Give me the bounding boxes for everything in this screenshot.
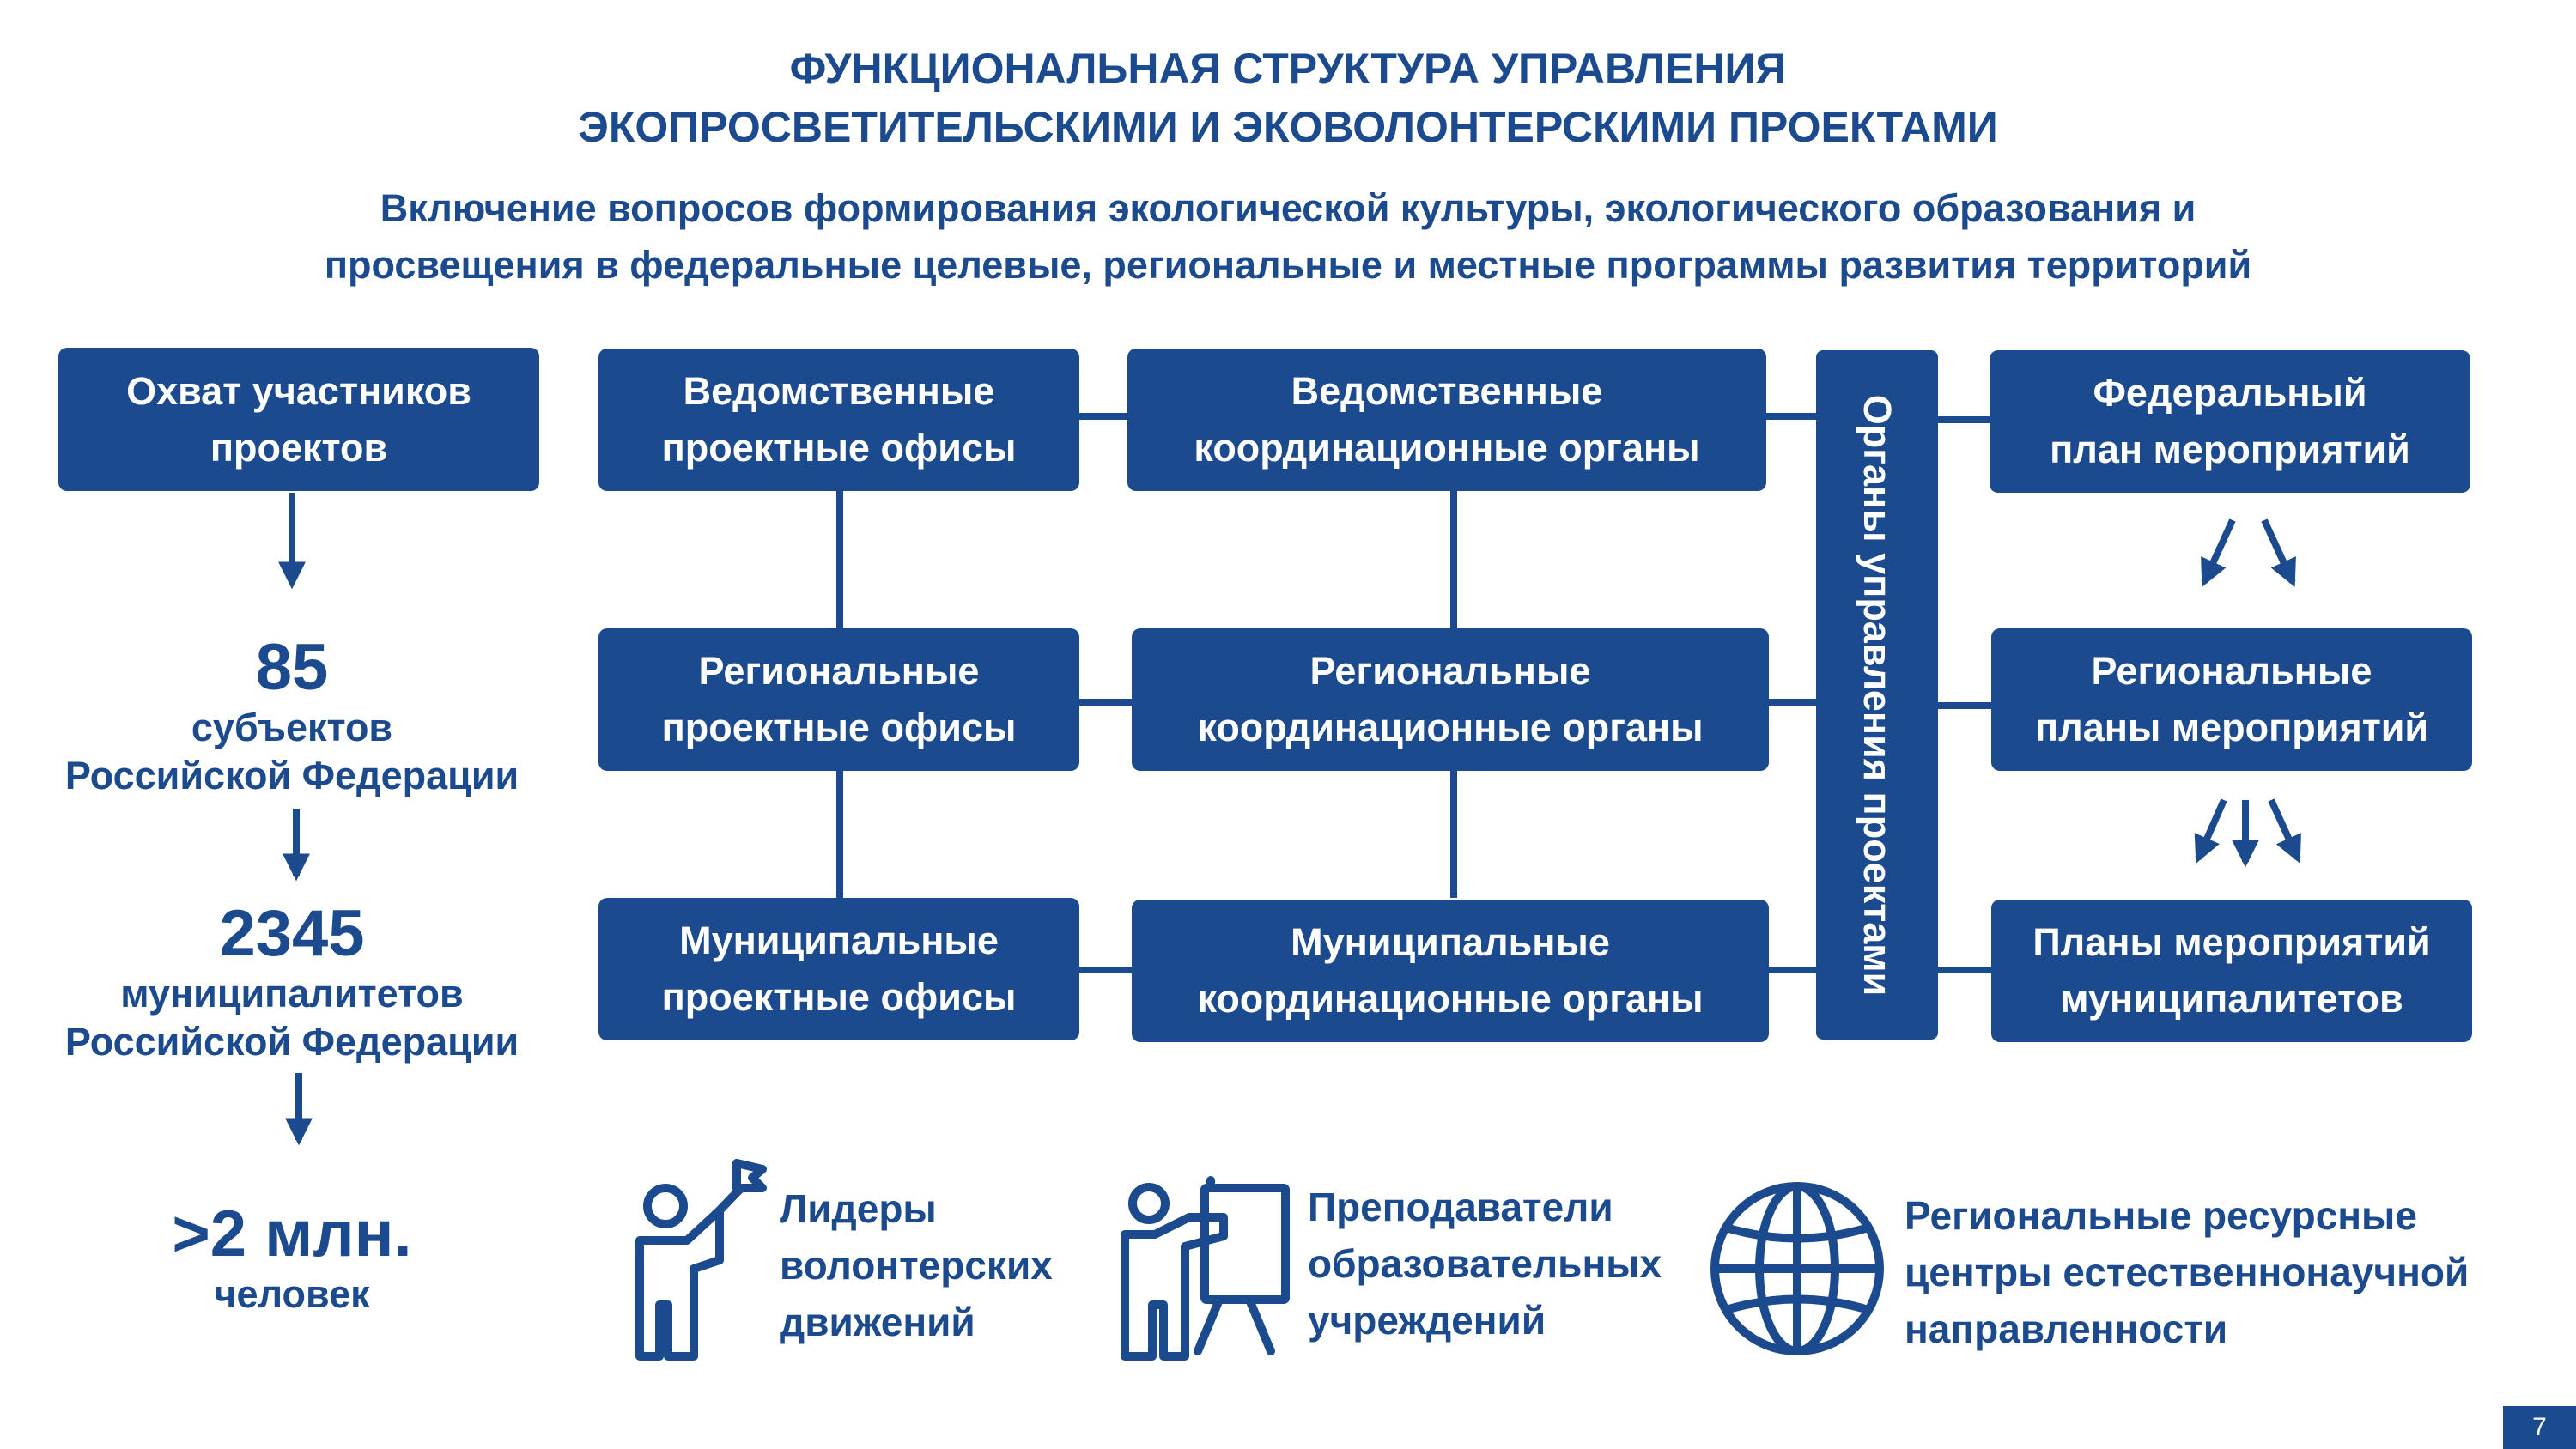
globe-icon <box>1710 1182 1884 1355</box>
connector-bar-plans-2 <box>1938 702 1991 709</box>
coordination-body-line-1: Региональные <box>1309 649 1591 693</box>
plan-line-2: планы мероприятий <box>2034 706 2429 749</box>
connector-offices-bodies-2 <box>1078 699 1132 706</box>
coordination-body-line-1: Муниципальные <box>1291 920 1610 964</box>
coordination-body-line-2: координационные органы <box>1197 706 1704 749</box>
participant-volunteer-leaders-label: Лидеры волонтерских движений <box>780 1186 1053 1344</box>
connector-bar-plans-1 <box>1938 416 1990 423</box>
connector-offices-bodies-3 <box>1078 967 1132 973</box>
project-office-line-2: проектные офисы <box>661 975 1017 1019</box>
stat-regions-label-1: субъектов <box>191 706 393 749</box>
page-title: ФУНКЦИОНАЛЬНАЯ СТРУКТУРА УПРАВЛЕНИЯ ЭКОП… <box>0 39 2576 156</box>
page-number: 7 <box>2532 1413 2547 1441</box>
project-office-line-1: Муниципальные <box>679 919 999 962</box>
connector-bar-plans-3 <box>1938 967 1991 973</box>
stat-municipalities: 2345 муниципалитетов Российской Федераци… <box>26 898 558 1066</box>
plan-line-2: план мероприятий <box>2050 427 2410 471</box>
project-office-regional: Региональные проектные офисы <box>598 628 1079 771</box>
stat-people-number: >2 млн. <box>172 1197 412 1270</box>
stat-regions: 85 субъектов Российской Федерации <box>26 632 558 800</box>
project-management-bodies-bar: Органы управления проектами <box>1816 350 1938 1040</box>
coordination-body-line-2: координационные органы <box>1194 426 1700 470</box>
stat-regions-label-2: Российской Федерации <box>64 754 519 797</box>
coordination-body-line-1: Ведомственные <box>1291 369 1603 413</box>
plan-line-1: Федеральный <box>2093 371 2367 415</box>
person-with-flag-icon <box>635 1159 767 1361</box>
coverage-box-line-1: Охват участников <box>126 368 471 413</box>
page-title-line-1: ФУНКЦИОНАЛЬНАЯ СТРУКТУРА УПРАВЛЕНИЯ <box>789 45 1787 93</box>
page-title-line-2: ЭКОПРОСВЕТИТЕЛЬСКИМИ И ЭКОВОЛОНТЕРСКИМИ … <box>578 103 1998 151</box>
coverage-box-line-2: проектов <box>210 425 388 470</box>
plan-municipal: Планы мероприятий муниципалитетов <box>1991 900 2472 1042</box>
stat-municipalities-number: 2345 <box>219 897 365 970</box>
coordination-body-municipal: Муниципальные координационные органы <box>1132 900 1769 1042</box>
arrow-federal-to-regional-left <box>2201 518 2236 587</box>
plan-regional: Региональные планы мероприятий <box>1991 628 2472 771</box>
page-subtitle: Включение вопросов формирования экологич… <box>0 180 2576 294</box>
participant-resource-centers-label: Региональные ресурсные центры естественн… <box>1905 1193 2470 1351</box>
connector-bodies-bar-3 <box>1769 967 1816 973</box>
connector-bodies-bar-2 <box>1769 699 1816 706</box>
arrow-regional-to-municipal-right <box>2268 798 2301 864</box>
teacher-at-board-icon <box>1121 1176 1290 1361</box>
project-office-departmental: Ведомственные проектные офисы <box>598 349 1079 491</box>
arrow-federal-to-regional-right <box>2261 518 2296 587</box>
participant-teachers-label: Преподаватели образовательных учреждений <box>1308 1185 1662 1343</box>
stat-municipalities-label-2: Российской Федерации <box>64 1020 519 1064</box>
project-office-line-2: проектные офисы <box>661 426 1017 470</box>
page-subtitle-line-1: Включение вопросов формирования экологич… <box>380 186 2196 230</box>
connector-bodies-bar-1 <box>1765 413 1816 420</box>
stat-municipalities-label-1: муниципалитетов <box>120 972 464 1016</box>
project-office-line-1: Региональные <box>698 649 980 693</box>
page-number-badge: 7 <box>2503 1406 2576 1449</box>
arrow-regional-to-municipal-left <box>2194 798 2227 864</box>
connector-offices-bodies-1 <box>1078 413 1127 420</box>
plan-line-2: муниципалитетов <box>2060 977 2403 1021</box>
coordination-body-line-2: координационные органы <box>1197 977 1704 1021</box>
coordination-body-departmental: Ведомственные координационные органы <box>1127 349 1766 491</box>
project-office-line-2: проектные офисы <box>661 706 1017 749</box>
coverage-box: Охват участников проектов <box>58 348 539 491</box>
stat-people: >2 млн. человек <box>26 1198 558 1319</box>
project-office-line-1: Ведомственные <box>683 369 995 413</box>
coordination-body-regional: Региональные координационные органы <box>1132 628 1769 771</box>
plan-federal: Федеральный план мероприятий <box>1990 350 2470 493</box>
plan-line-1: Региональные <box>2091 649 2372 693</box>
page-subtitle-line-2: просвещения в федеральные целевые, регио… <box>324 243 2252 287</box>
plan-line-1: Планы мероприятий <box>2032 920 2431 964</box>
stat-people-label-1: человек <box>214 1272 370 1316</box>
project-office-municipal: Муниципальные проектные офисы <box>598 898 1079 1040</box>
stat-regions-number: 85 <box>255 631 329 704</box>
